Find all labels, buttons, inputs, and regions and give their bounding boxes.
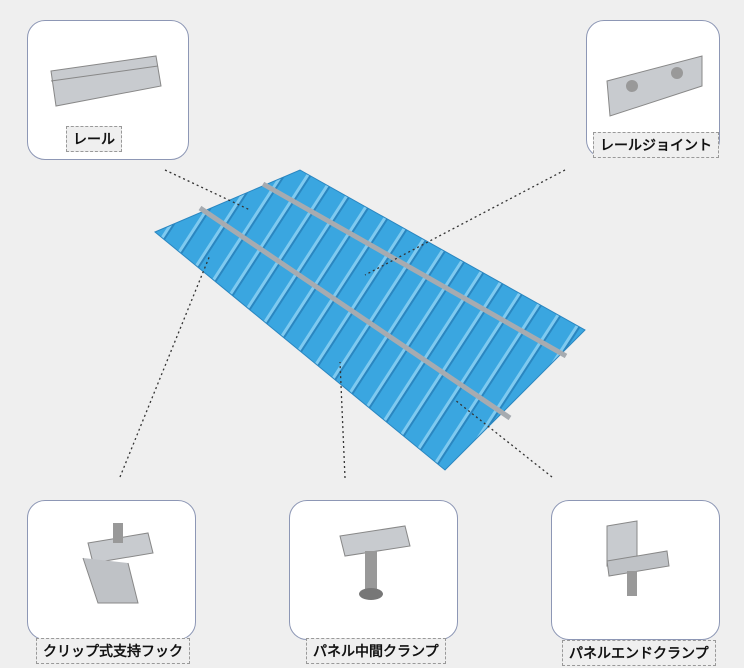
rail-2 — [261, 181, 568, 359]
mid-clamp-label: パネル中間クランプ — [306, 638, 446, 664]
rail-1 — [198, 205, 512, 421]
rail-image — [50, 55, 162, 107]
rail-label: レール — [66, 126, 122, 152]
leader-lines — [119, 169, 566, 479]
rail-box — [27, 20, 189, 160]
clip-hook-box — [27, 500, 196, 640]
metal-roof — [154, 169, 586, 471]
mid-clamp-image — [339, 525, 411, 600]
clip-hook-image — [82, 523, 154, 604]
end-clamp-box — [551, 500, 720, 640]
rail-joint-label: レールジョイント — [593, 132, 719, 158]
clip-hook-label: クリップ式支持フック — [36, 638, 190, 664]
mid-clamp-box — [289, 500, 458, 640]
end-clamp-image — [606, 520, 670, 596]
end-clamp-label: パネルエンドクランプ — [562, 640, 716, 666]
rail-joint-image — [606, 55, 703, 117]
